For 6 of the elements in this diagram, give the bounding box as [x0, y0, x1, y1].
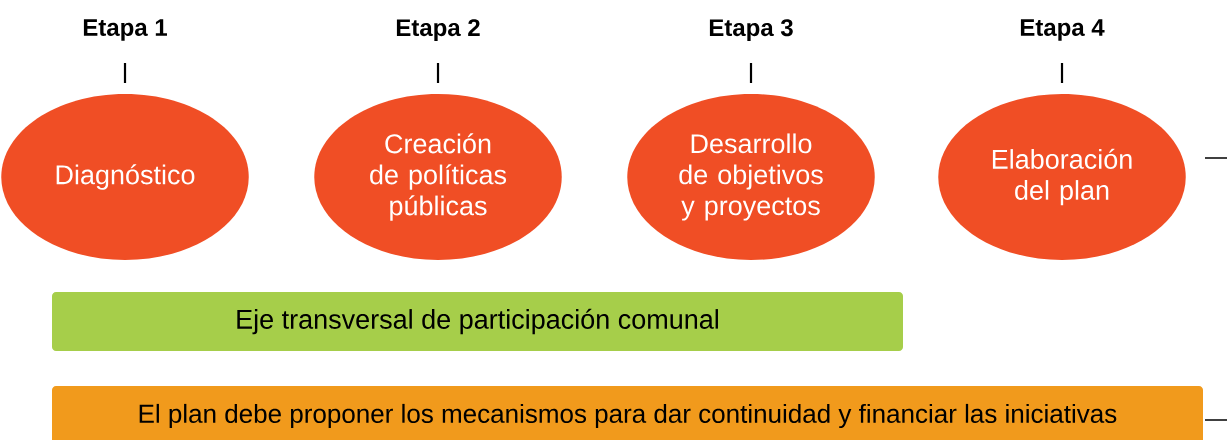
axis-bar: Eje transversal de participación comunal: [52, 292, 903, 351]
stage-label: Etapa 2: [396, 19, 480, 41]
note-bar: El plan debe proponer los mecanismos para dar continuidad y financiar las iniciativas: [52, 386, 1203, 440]
stage-label: Etapa 3: [709, 19, 793, 41]
stage-label: Etapa 4: [1020, 19, 1105, 41]
stage-label: Etapa 1: [83, 19, 167, 41]
